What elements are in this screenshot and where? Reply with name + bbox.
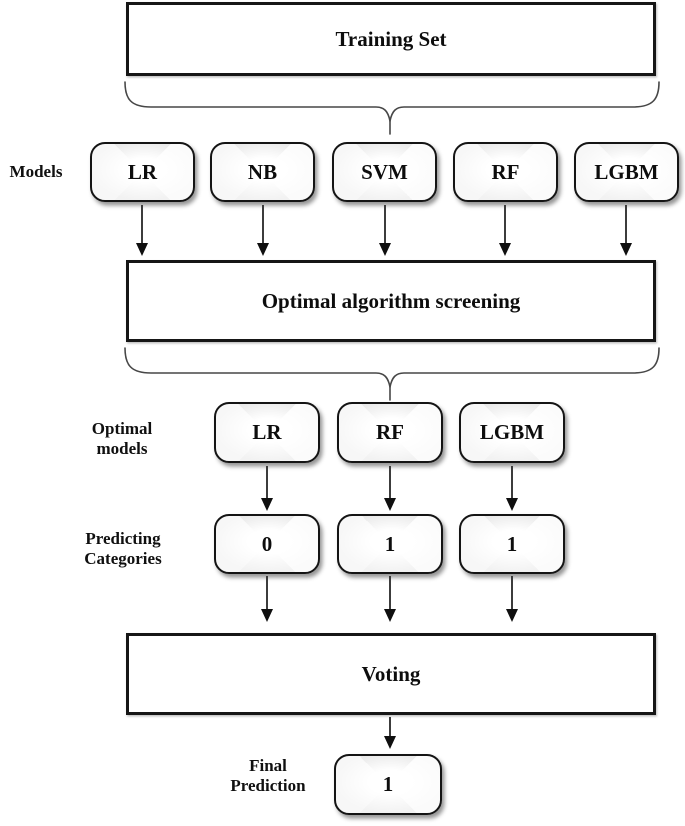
optimal-box-lr-label: LR <box>252 420 282 444</box>
arrow-down-icon <box>506 466 519 511</box>
optimal-box-lgbm: LGBM <box>459 402 565 463</box>
prediction-box-2-value: 1 <box>506 531 518 556</box>
model-box-svm: SVM <box>332 142 437 202</box>
voting-box: Voting <box>126 633 656 715</box>
prediction-box-0: 0 <box>214 514 320 574</box>
training-set-box: Training Set <box>126 2 656 76</box>
optimal-box-lr: LR <box>214 402 320 463</box>
arrow-down-icon <box>257 205 270 256</box>
prediction-box-1: 1 <box>337 514 443 574</box>
brace-top-icon <box>124 81 660 135</box>
model-box-nb: NB <box>210 142 315 202</box>
arrow-down-icon <box>261 466 274 511</box>
screening-box: Optimal algorithm screening <box>126 260 656 342</box>
training-set-label: Training Set <box>335 26 447 51</box>
final-prediction-value: 1 <box>382 772 394 796</box>
prediction-box-1-value: 1 <box>384 531 396 556</box>
screening-label: Optimal algorithm screening <box>261 288 521 313</box>
brace-middle-icon <box>124 347 660 401</box>
model-box-nb-label: NB <box>247 159 278 184</box>
predicting-categories-row-label: Predicting Categories <box>84 529 162 568</box>
arrow-down-icon <box>384 466 397 511</box>
arrow-down-icon <box>261 576 274 622</box>
arrow-down-icon <box>499 205 512 256</box>
arrow-down-icon <box>379 205 392 256</box>
arrow-down-icon <box>384 576 397 622</box>
final-prediction-row-label: Final Prediction <box>230 756 306 795</box>
voting-label: Voting <box>361 661 421 686</box>
arrow-down-icon <box>506 576 519 622</box>
arrow-down-icon <box>384 717 397 749</box>
model-box-rf: RF <box>453 142 558 202</box>
prediction-box-2: 1 <box>459 514 565 574</box>
model-box-rf-label: RF <box>491 159 520 184</box>
model-box-lr-label: LR <box>127 159 158 184</box>
optimal-box-lgbm-label: LGBM <box>479 420 545 444</box>
model-box-lgbm-label: LGBM <box>594 159 659 184</box>
model-box-lgbm: LGBM <box>574 142 679 202</box>
model-box-lr: LR <box>90 142 195 202</box>
arrow-down-icon <box>620 205 633 256</box>
model-box-svm-label: SVM <box>361 159 408 184</box>
optimal-box-rf-label: RF <box>376 420 404 444</box>
optimal-models-row-label: Optimal models <box>91 419 153 458</box>
optimal-box-rf: RF <box>337 402 443 463</box>
arrow-down-icon <box>136 205 149 256</box>
final-prediction-box: 1 <box>334 754 442 815</box>
prediction-box-0-value: 0 <box>261 531 273 556</box>
models-row-label: Models <box>9 162 63 181</box>
